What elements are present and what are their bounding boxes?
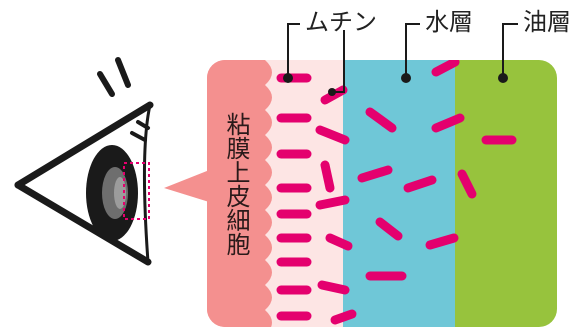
molecule-23 <box>431 60 460 77</box>
molecule-10 <box>315 125 350 145</box>
molecule-15 <box>330 309 357 325</box>
molecule-12 <box>315 195 350 210</box>
magnifier-box <box>123 162 150 220</box>
molecule-16 <box>365 107 397 133</box>
molecule-21 <box>425 233 459 250</box>
molecule-22 <box>431 113 465 133</box>
molecule-11 <box>320 160 335 193</box>
molecule-17 <box>357 165 393 183</box>
epithelium-cell-edge <box>207 60 272 327</box>
oil-leader <box>498 23 518 83</box>
oil-layer-label: 油層 <box>523 8 571 36</box>
tear-film-panel <box>207 60 557 327</box>
water-leader <box>401 23 420 83</box>
molecule-18 <box>375 217 403 241</box>
mucin-leader <box>283 23 300 83</box>
molecule-13 <box>325 233 353 251</box>
epithelium-label: 粘膜上皮細胞 <box>222 112 250 256</box>
molecule-24 <box>457 169 477 199</box>
mucin-label: ムチン <box>305 8 377 36</box>
label-leaders <box>283 23 518 96</box>
molecule-20 <box>403 175 437 193</box>
water-layer <box>343 60 455 327</box>
eye-icon <box>14 57 154 266</box>
molecule-14 <box>317 280 350 295</box>
mucin-leader-2 <box>328 30 345 96</box>
water-layer-label: 水層 <box>425 8 473 36</box>
